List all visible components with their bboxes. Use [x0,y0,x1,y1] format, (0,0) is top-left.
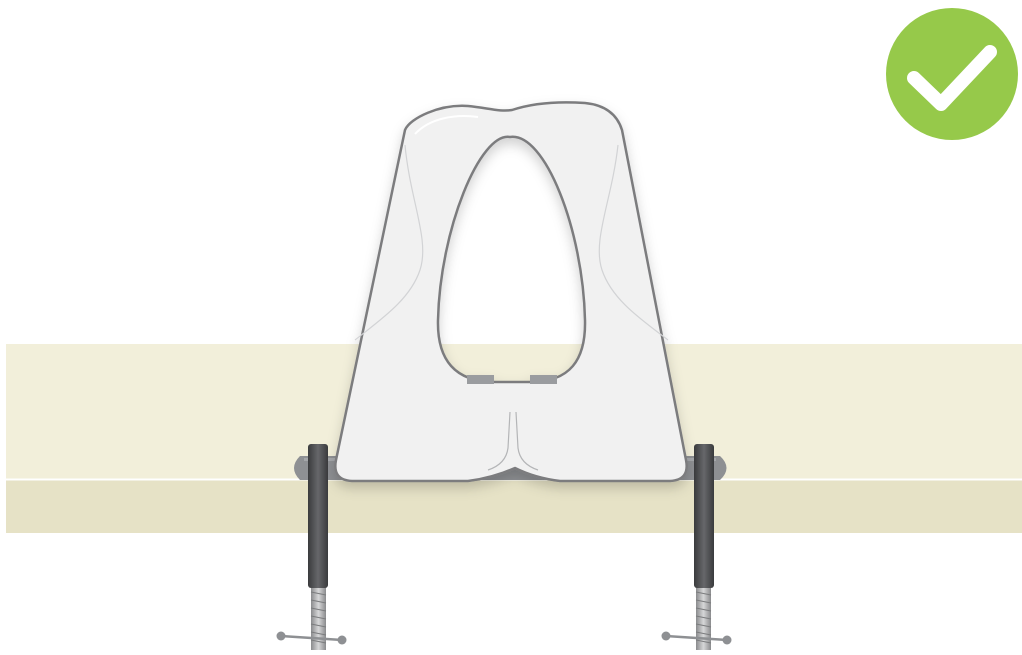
cushion-body [334,101,688,483]
cushion-center-seam [487,411,539,471]
checkmark-icon [886,8,1018,140]
left-screw-threads [310,591,327,644]
cushion-tab-left [467,375,494,384]
cushion-top-highlight [414,115,479,135]
left-clamp-handle [276,631,347,645]
cushion-right-contour [598,144,669,341]
cushion-tab-right [530,375,557,384]
right-clamp-handle [661,631,732,645]
left-clamp-rod [308,444,328,588]
cushion-left-contour [354,144,424,341]
left-clamp [276,444,347,650]
right-screw-threads [695,591,712,644]
table-top-edge [6,479,1022,533]
right-clamp [661,444,732,650]
right-clamp-rod [694,444,714,588]
face-cushion-icon [334,101,688,483]
